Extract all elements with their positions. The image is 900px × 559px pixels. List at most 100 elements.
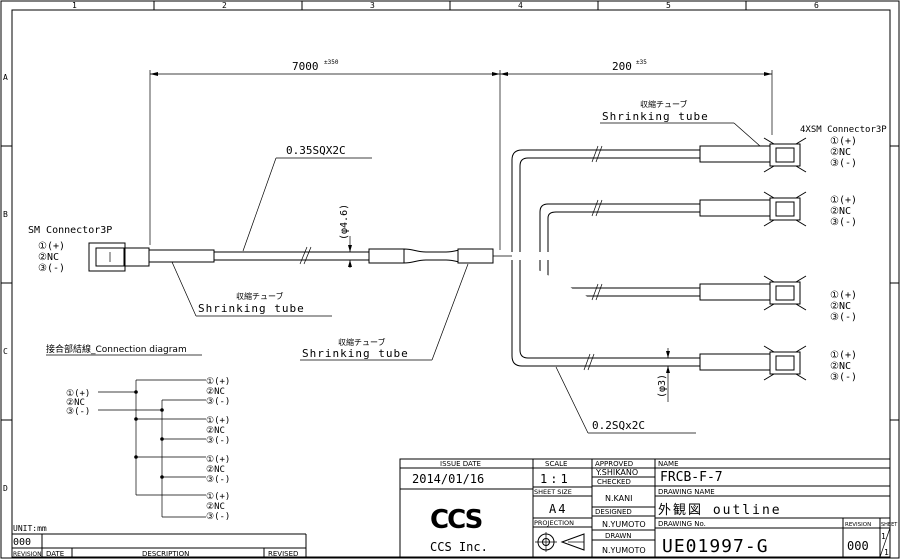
cd-right-pin: ①(+) bbox=[206, 416, 230, 426]
cd-left-pin: ③(-) bbox=[66, 407, 90, 417]
pin-label: ③(-) bbox=[830, 312, 857, 323]
main-wire-spec: 0.35SQX2C bbox=[286, 144, 346, 157]
main-diameter-label: (φ4.6) bbox=[339, 204, 350, 240]
row-label: A bbox=[3, 73, 8, 82]
callout-main-wire: 0.35SQX2C bbox=[242, 144, 372, 252]
tube-label-jp: 収縮チューブ bbox=[338, 337, 386, 347]
cd-right-pin: ②NC bbox=[206, 502, 225, 512]
branch-diameter-label: (φ3) bbox=[657, 374, 668, 398]
callout-tube-top: 収縮チューブ Shrinking tube bbox=[600, 99, 761, 147]
connection-diagram-title: 接合部結線_Connection diagram bbox=[46, 343, 187, 355]
right-connectors bbox=[763, 137, 807, 381]
column-label: 6 bbox=[814, 1, 819, 10]
drawn-label: DRAWN bbox=[605, 532, 632, 540]
border-row-labels: A B C D bbox=[3, 73, 8, 493]
checked-label: CHECKED bbox=[597, 478, 631, 486]
right-connector bbox=[763, 137, 807, 173]
cd-right-pin: ②NC bbox=[206, 426, 225, 436]
description-header: DESCRIPTION bbox=[142, 550, 189, 558]
approved-label: APPROVED bbox=[595, 460, 633, 468]
callout-tube-left: 収縮チューブ Shrinking tube bbox=[171, 261, 332, 317]
projection-symbol bbox=[535, 532, 585, 552]
tube-label-jp: 収縮チューブ bbox=[640, 99, 688, 109]
callout-branch-wire: 0.2SQx2C bbox=[555, 366, 696, 434]
drawing-name-value: 外観図 outline bbox=[658, 503, 782, 518]
left-connector-labels: SM Connector3P ①(+) ②NC ③(-) bbox=[28, 225, 112, 274]
dimension-main-length: 7000 ±350 bbox=[149, 59, 501, 250]
cd-right-pin: ②NC bbox=[206, 465, 225, 475]
tube-label-en: Shrinking tube bbox=[302, 347, 409, 360]
date-header: DATE bbox=[46, 550, 64, 558]
revision-header: REVISION bbox=[13, 551, 42, 558]
pin-label: ②NC bbox=[830, 206, 851, 217]
connection-diagram: 接合部結線_Connection diagram ①(+) ②NC ③(-) ①… bbox=[46, 343, 230, 522]
designed-name: N.YUMOTO bbox=[602, 520, 646, 529]
scale-label: SCALE bbox=[545, 460, 567, 468]
border-column-labels: 1 2 3 4 5 6 bbox=[72, 1, 819, 10]
cd-right-pin: ①(+) bbox=[206, 455, 230, 465]
pin-label: ②NC bbox=[830, 147, 851, 158]
cd-right-pin: ②NC bbox=[206, 387, 225, 397]
company-name: CCS Inc. bbox=[430, 540, 488, 554]
right-connector-labels: 4XSM Connector3P ①(+) ②NC ③(-) ①(+) ②NC … bbox=[800, 125, 887, 383]
right-connector bbox=[763, 275, 807, 311]
sheet-size-label: SHEET SIZE bbox=[534, 488, 572, 496]
approved-name: Y.SHIKANO bbox=[595, 468, 638, 477]
callout-tube-middle: 収縮チューブ Shrinking tube bbox=[300, 263, 469, 361]
issue-date-value: 2014/01/16 bbox=[412, 472, 484, 486]
column-label: 3 bbox=[370, 1, 375, 10]
dimension-branch-diameter: (φ3) bbox=[657, 348, 670, 402]
pin-label: ③(-) bbox=[38, 263, 65, 274]
dimension-main-diameter: (φ4.6) bbox=[339, 204, 352, 268]
cd-right-pin: ③(-) bbox=[206, 512, 230, 522]
drawing-no-value: UE01997-G bbox=[662, 536, 769, 557]
column-label: 2 bbox=[222, 1, 227, 10]
row-label: C bbox=[3, 347, 8, 356]
pin-label: ①(+) bbox=[830, 350, 857, 361]
row-label: D bbox=[3, 484, 8, 493]
title-block: ISSUE DATE 2014/01/16 SCALE 1:1 SHEET SI… bbox=[399, 458, 898, 558]
branch-length-tolerance: ±35 bbox=[636, 59, 647, 66]
issue-date-label: ISSUE DATE bbox=[440, 460, 481, 468]
main-length-value: 7000 bbox=[292, 60, 319, 73]
drawing-no-label: DRAWING No. bbox=[658, 520, 706, 528]
cd-right-pin: ①(+) bbox=[206, 377, 230, 387]
company-logo: CCS bbox=[430, 505, 484, 535]
pin-label: ②NC bbox=[830, 301, 851, 312]
pin-label: ③(-) bbox=[830, 158, 857, 169]
pin-label: ③(-) bbox=[830, 217, 857, 228]
main-length-tolerance: ±350 bbox=[324, 59, 339, 66]
pin-label: ①(+) bbox=[830, 136, 857, 147]
name-label: NAME bbox=[658, 460, 679, 468]
pin-label: ②NC bbox=[38, 252, 59, 263]
drawing-name-label: DRAWING NAME bbox=[658, 488, 715, 496]
column-label: 1 bbox=[72, 1, 77, 10]
unit-label: UNIT:mm bbox=[13, 524, 47, 533]
dimension-branch-length: 200 ±35 bbox=[500, 59, 773, 135]
right-connector bbox=[763, 191, 807, 227]
pin-label: ①(+) bbox=[830, 290, 857, 301]
cd-left-pin: ①(+) bbox=[66, 389, 90, 399]
cd-right-pin: ③(-) bbox=[206, 397, 230, 407]
left-connector-title: SM Connector3P bbox=[28, 225, 112, 236]
sheet-number: 1 bbox=[881, 532, 886, 541]
pin-label: ①(+) bbox=[38, 241, 65, 252]
cd-right-pin: ①(+) bbox=[206, 492, 230, 502]
scale-value: 1:1 bbox=[540, 472, 571, 486]
sheet-total: 1 bbox=[884, 548, 889, 557]
logo-text: CCS bbox=[430, 505, 482, 535]
pin-label: ③(-) bbox=[830, 372, 857, 383]
row-label: B bbox=[3, 210, 8, 219]
pin-label: ②NC bbox=[830, 361, 851, 372]
revision-label: REVISION bbox=[845, 522, 871, 528]
sheet-label: SHEET bbox=[881, 522, 898, 528]
column-label: 4 bbox=[518, 1, 523, 10]
designed-label: DESIGNED bbox=[595, 508, 632, 516]
checked-name: N.KANI bbox=[605, 494, 632, 503]
revision-value: 000 bbox=[13, 537, 31, 548]
branch-cables bbox=[511, 145, 771, 371]
cd-right-pin: ③(-) bbox=[206, 436, 230, 446]
right-connector-title: 4XSM Connector3P bbox=[800, 125, 887, 135]
pin-label: ①(+) bbox=[830, 195, 857, 206]
